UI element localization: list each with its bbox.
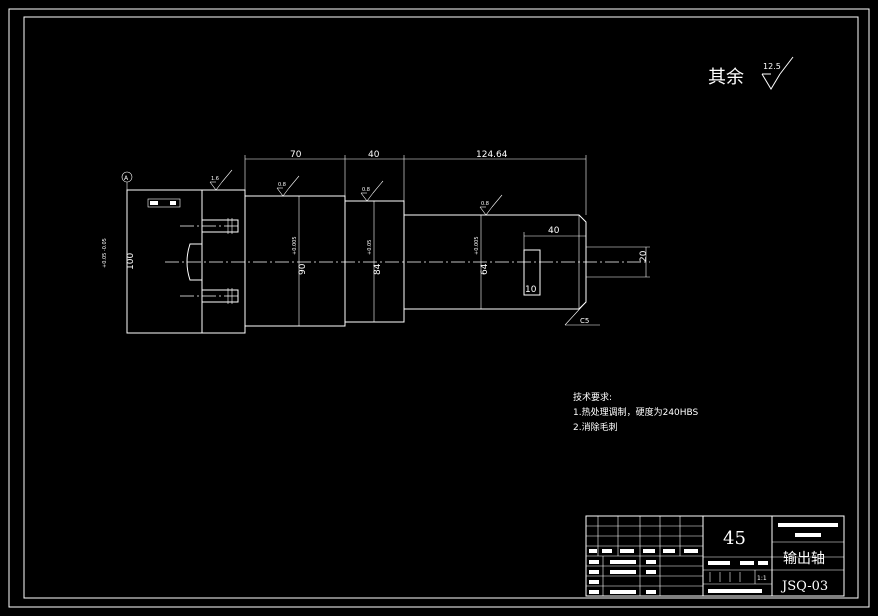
tol-90-text: +0.005 [292, 236, 298, 255]
part-name-text: 输出轴 [783, 551, 825, 567]
chamfer-leader [564, 301, 600, 326]
roughness-journal-1-icon [276, 175, 300, 197]
dimension-key-width-text: 10 [525, 285, 537, 295]
dimension-70 [244, 155, 346, 201]
dimension-124 [404, 155, 587, 215]
roughness-other-label: 其余 [708, 67, 744, 88]
notes-line-2: 2.消除毛刺 [573, 421, 618, 433]
roughness-symbol-icon [761, 56, 794, 90]
roughness-journal-3-value: 0.8 [481, 201, 489, 207]
chamfer-text: C5 [580, 317, 589, 325]
roughness-journal-2-value: 0.8 [362, 187, 370, 193]
bolt-hole-top [180, 218, 240, 234]
roughness-journal-3-icon [479, 194, 503, 216]
dimension-84-text: 84 [373, 263, 383, 275]
dimension-64-text: 64 [480, 263, 490, 275]
dimension-40-text: 40 [368, 150, 380, 160]
roughness-face-value: 1.6 [211, 176, 219, 182]
tol-64-text: +0.005 [474, 236, 480, 255]
dimension-70-text: 70 [290, 150, 302, 160]
shaft-outline [126, 189, 587, 334]
tolerance-frame [147, 198, 181, 208]
dimension-124-text: 124.64 [476, 150, 508, 160]
dimension-90-text: 90 [298, 263, 308, 275]
material-text: 45 [723, 528, 746, 549]
roughness-journal-2-icon [360, 180, 384, 202]
dimension-20-text: 20 [639, 250, 649, 262]
dimension-20 [586, 246, 650, 278]
inner-frame [23, 16, 859, 599]
notes-title: 技术要求: [573, 391, 612, 403]
roughness-journal-1-value: 0.8 [278, 182, 286, 188]
datum-label: A [124, 175, 129, 182]
title-block [585, 515, 845, 597]
center-recess [186, 243, 202, 281]
roughness-other-value: 12.5 [763, 62, 781, 71]
outer-frame [8, 8, 870, 608]
roughness-face-icon [209, 169, 233, 191]
keyway [523, 249, 541, 296]
datum-symbol [121, 171, 133, 190]
tol-84-text: +0.05 [367, 240, 373, 255]
dimension-100-text: 100 [126, 253, 136, 270]
dimension-key-length [523, 232, 587, 250]
dimension-40 [345, 155, 405, 215]
drawing-number-text: JSQ-03 [780, 579, 828, 594]
tol-100-text: +0.05 -0.05 [102, 238, 108, 268]
bolt-hole-bottom [180, 288, 240, 304]
dimension-key-length-text: 40 [548, 226, 560, 236]
scale-text: 1:1 [757, 575, 767, 582]
notes-line-1: 1.热处理调制，硬度为240HBS [573, 406, 699, 418]
